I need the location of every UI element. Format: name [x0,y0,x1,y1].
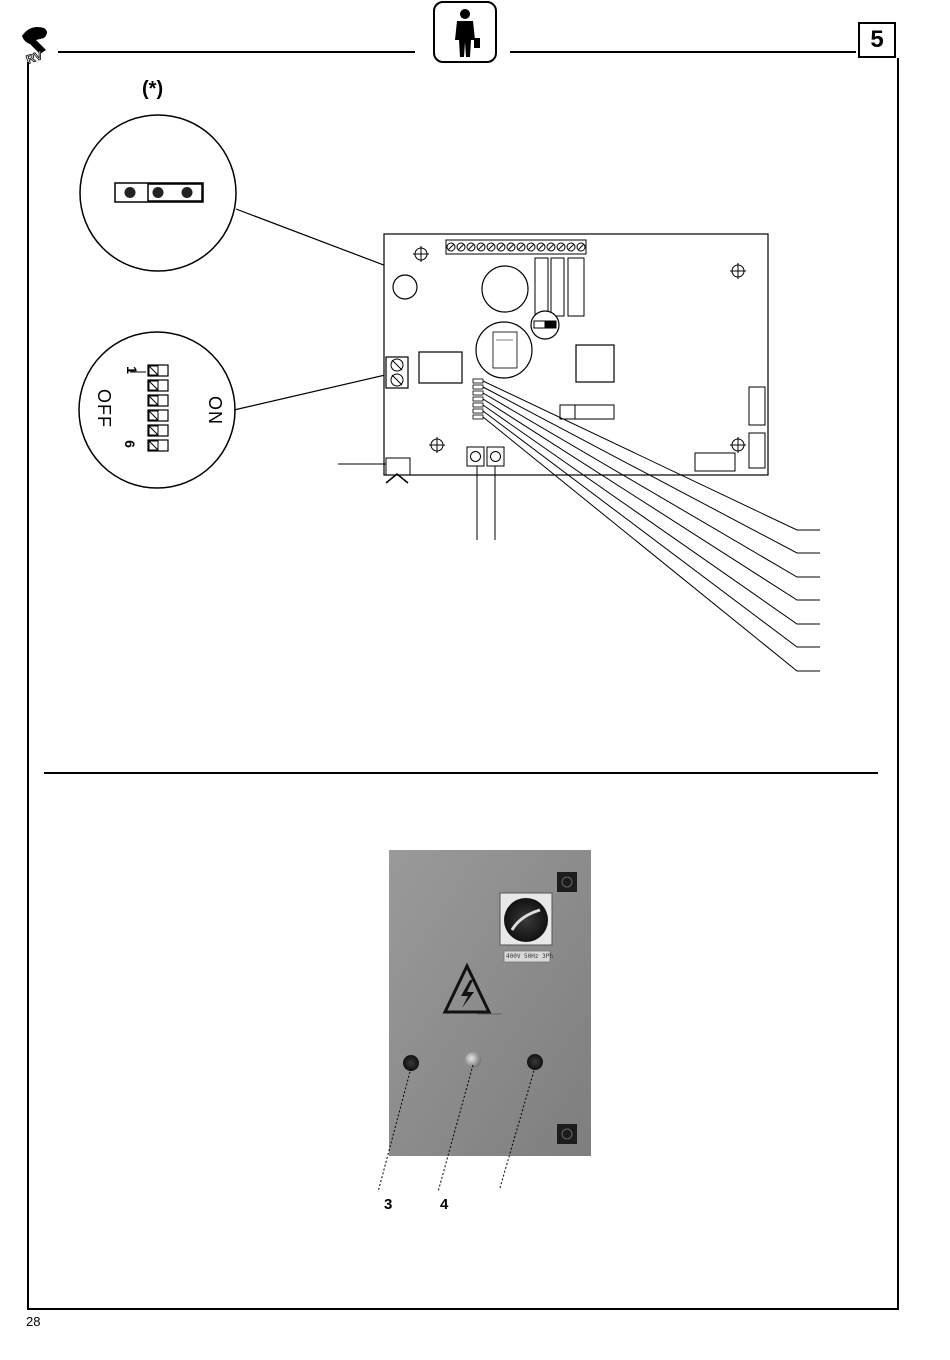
control-board [338,234,768,540]
technician-icon [434,2,496,62]
callout-3: 3 [384,1196,392,1213]
dip-off-label: OFF [93,389,114,428]
dip-last-label: 6 [122,440,138,448]
jumper-marker-label: (*) [142,78,163,101]
dip-on-label: ON [204,396,225,425]
section-number-badge: 5 [858,22,896,58]
voltage-plate: 400V 50Hz 3Ph [506,953,553,960]
dip-first-label: 1 [124,366,140,374]
page-number: 28 [26,1314,40,1329]
callout-4: 4 [440,1196,448,1213]
brand-logo: RV [22,27,47,67]
electrical-panel-photo [389,850,591,1156]
jumper-detail [80,115,236,271]
